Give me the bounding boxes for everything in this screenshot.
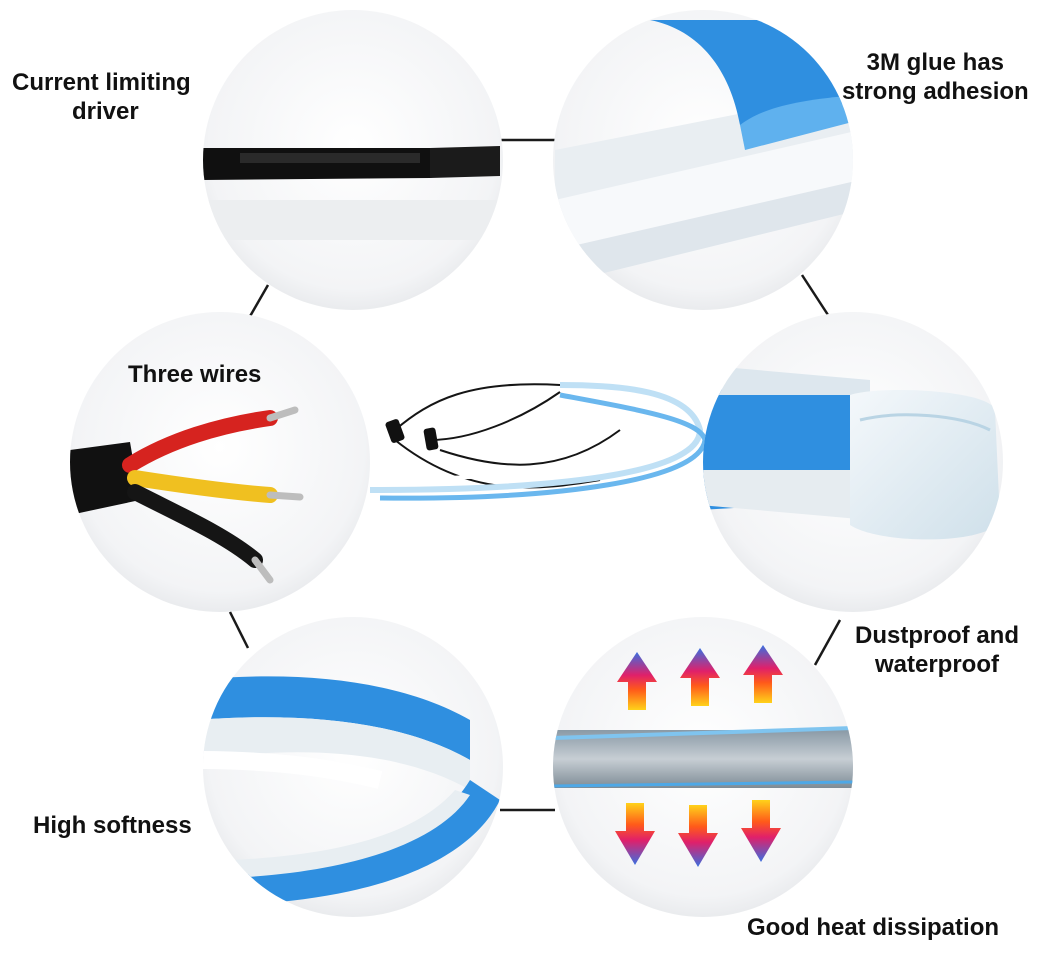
heat-arrows-down (615, 800, 781, 867)
center-product (369, 382, 708, 501)
heat-photo (553, 617, 853, 917)
label-current-limiting-driver: Current limiting driver (12, 69, 191, 125)
waterproof-photo (703, 312, 1003, 612)
label-high-softness: High softness (33, 812, 192, 839)
label-dustproof-waterproof: Dustproof and waterproof (855, 622, 1019, 678)
label-3m-glue: 3M glue has strong adhesion (842, 49, 1029, 105)
connector-lines (228, 138, 842, 812)
heat-arrows-up (617, 645, 783, 710)
glue-photo (553, 10, 853, 310)
softness-photo (203, 617, 503, 917)
label-heat-dissipation: Good heat dissipation (747, 914, 1000, 941)
wires-photo (70, 312, 370, 612)
label-three-wires: Three wires (128, 361, 262, 388)
driver-photo (203, 10, 503, 310)
